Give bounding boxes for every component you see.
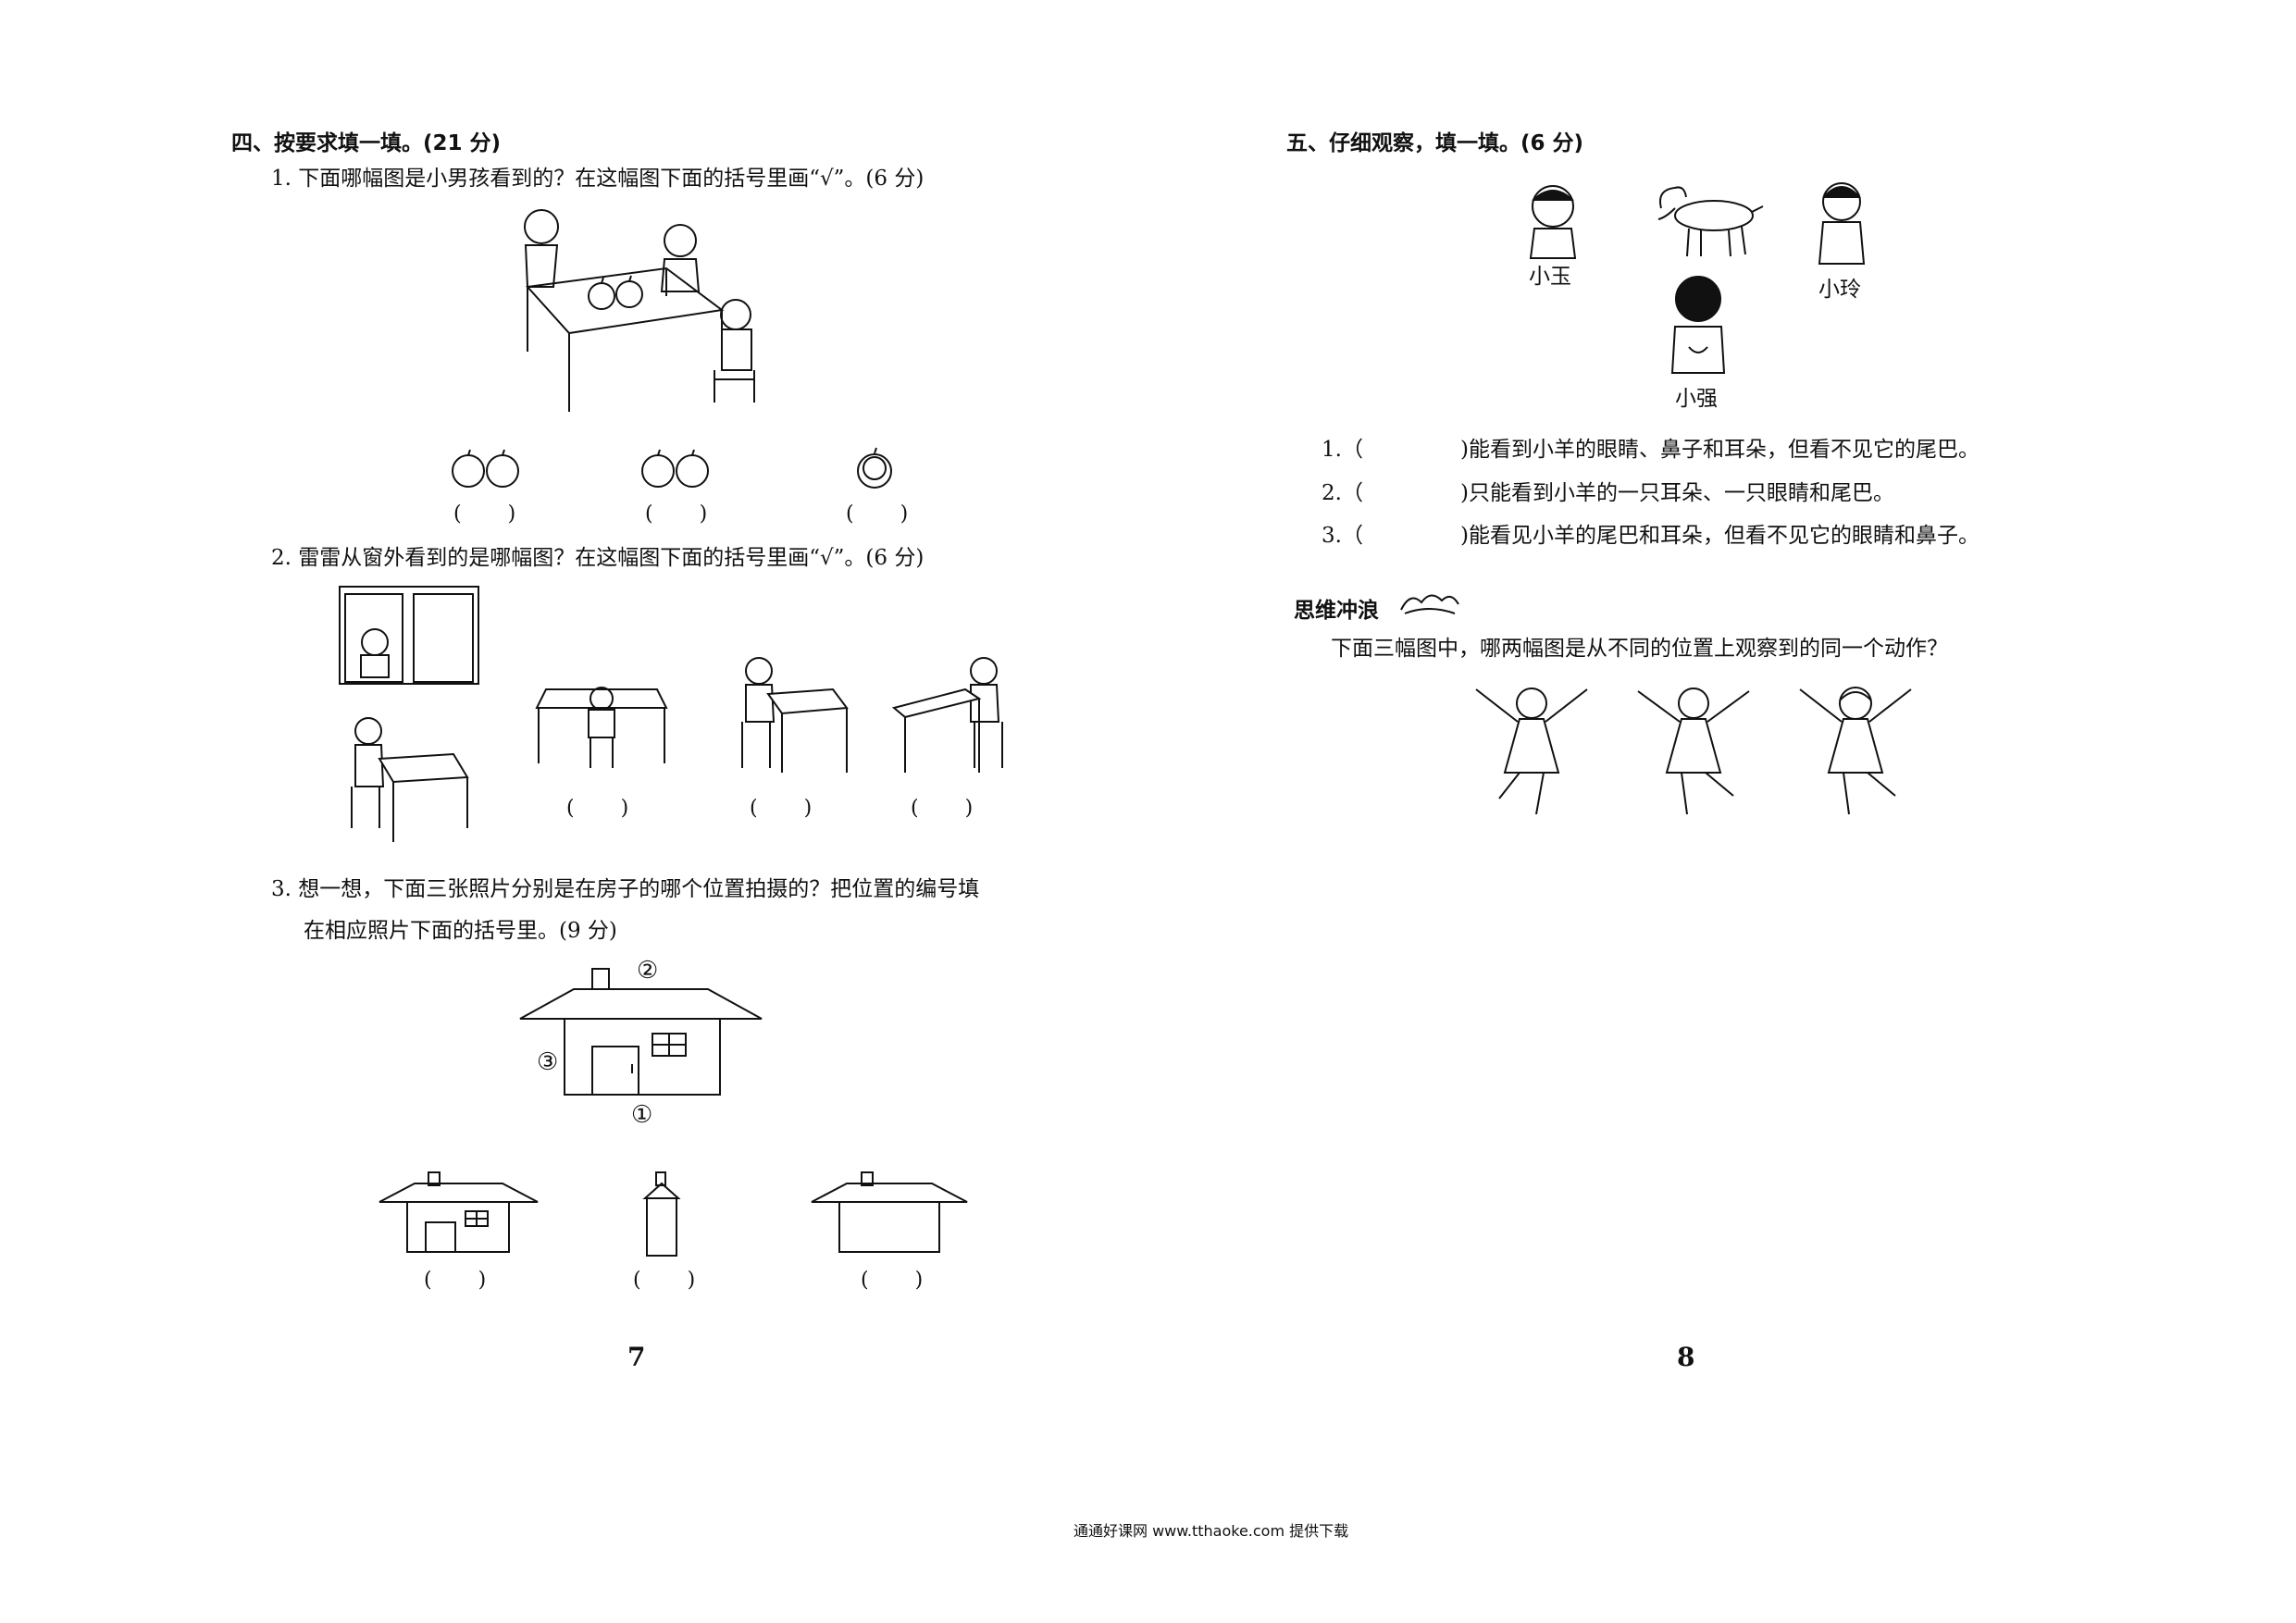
- q1-blank-2[interactable]: ( ): [645, 502, 710, 526]
- wave-icon: [1397, 586, 1462, 617]
- desk-view-a-illustration: [527, 671, 676, 773]
- position-marker-1: ①: [631, 1101, 653, 1129]
- house-main-illustration: [518, 967, 763, 1106]
- q3-text-line2: 在相应照片下面的括号里。(9 分): [304, 919, 617, 943]
- apple-view-b-icon: [639, 448, 714, 490]
- house-photo-side-illustration: [643, 1171, 680, 1258]
- house-photo-front-illustration: [378, 1171, 540, 1254]
- xiaoyu-illustration: [1518, 180, 1592, 259]
- xiaoqiang-illustration: [1661, 273, 1735, 375]
- name-xiaoling: 小玲: [1818, 278, 1861, 302]
- item-2-number[interactable]: 2.（: [1322, 481, 1363, 505]
- q1-blank-3[interactable]: ( ): [846, 502, 911, 526]
- q2-blank-1[interactable]: ( ): [566, 797, 631, 820]
- dancer-c-illustration: [1786, 680, 1925, 819]
- desk-view-b-illustration: [731, 652, 851, 782]
- section-4-title: 四、按要求填一填。(21 分): [231, 131, 502, 155]
- position-marker-3: ③: [537, 1048, 559, 1076]
- item-3-number[interactable]: 3.（: [1322, 524, 1363, 548]
- bonus-question: 下面三幅图中，哪两幅图是从不同的位置上观察到的同一个动作？: [1331, 637, 1948, 661]
- footer-credit: 通通好课网 www.tthaoke.com 提供下载: [1074, 1522, 1349, 1540]
- q1-blank-1[interactable]: ( ): [453, 502, 518, 526]
- desk-view-c-illustration: [887, 652, 1016, 782]
- section-5-title: 五、仔细观察，填一填。(6 分): [1286, 131, 1584, 155]
- q3-blank-1[interactable]: ( ): [424, 1269, 489, 1292]
- bonus-title: 思维冲浪: [1294, 599, 1379, 623]
- item-1-number[interactable]: 1.（: [1322, 438, 1363, 462]
- item-1-text: )能看到小羊的眼睛、鼻子和耳朵，但看不见它的尾巴。: [1460, 438, 1980, 462]
- leilei-desk-illustration: [342, 708, 472, 847]
- apple-view-a-icon: [450, 448, 524, 490]
- house-photo-back-illustration: [810, 1171, 969, 1254]
- item-2-text: )只能看到小羊的一只耳朵、一只眼睛和尾巴。: [1460, 481, 1894, 505]
- q3-text-line1: 3. 想一想，下面三张照片分别是在房子的哪个位置拍摄的？把位置的编号填: [271, 877, 980, 901]
- q3-blank-3[interactable]: ( ): [861, 1269, 925, 1292]
- xiaoling-illustration: [1805, 176, 1879, 268]
- q1-text: 1. 下面哪幅图是小男孩看到的？在这幅图下面的括号里画“√”。(6 分): [271, 167, 925, 191]
- window-boy-illustration: [338, 585, 481, 687]
- q2-blank-3[interactable]: ( ): [911, 797, 975, 820]
- q2-text: 2. 雷雷从窗外看到的是哪幅图？在这幅图下面的括号里画“√”。(6 分): [271, 546, 925, 570]
- page-number-7: 7: [627, 1342, 646, 1372]
- position-marker-2: ②: [637, 957, 659, 985]
- apple-view-c-icon: [853, 448, 896, 490]
- goat-illustration: [1647, 180, 1768, 259]
- page-number-8: 8: [1677, 1342, 1695, 1372]
- dancer-b-illustration: [1624, 680, 1763, 819]
- name-xiaoyu: 小玉: [1529, 265, 1571, 289]
- name-xiaoqiang: 小强: [1675, 387, 1718, 411]
- dancer-a-illustration: [1462, 680, 1601, 819]
- item-3-text: )能看见小羊的尾巴和耳朵，但看不见它的眼睛和鼻子。: [1460, 524, 1980, 548]
- table-scene-illustration: [500, 204, 777, 416]
- q2-blank-2[interactable]: ( ): [750, 797, 814, 820]
- q3-blank-2[interactable]: ( ): [633, 1269, 698, 1292]
